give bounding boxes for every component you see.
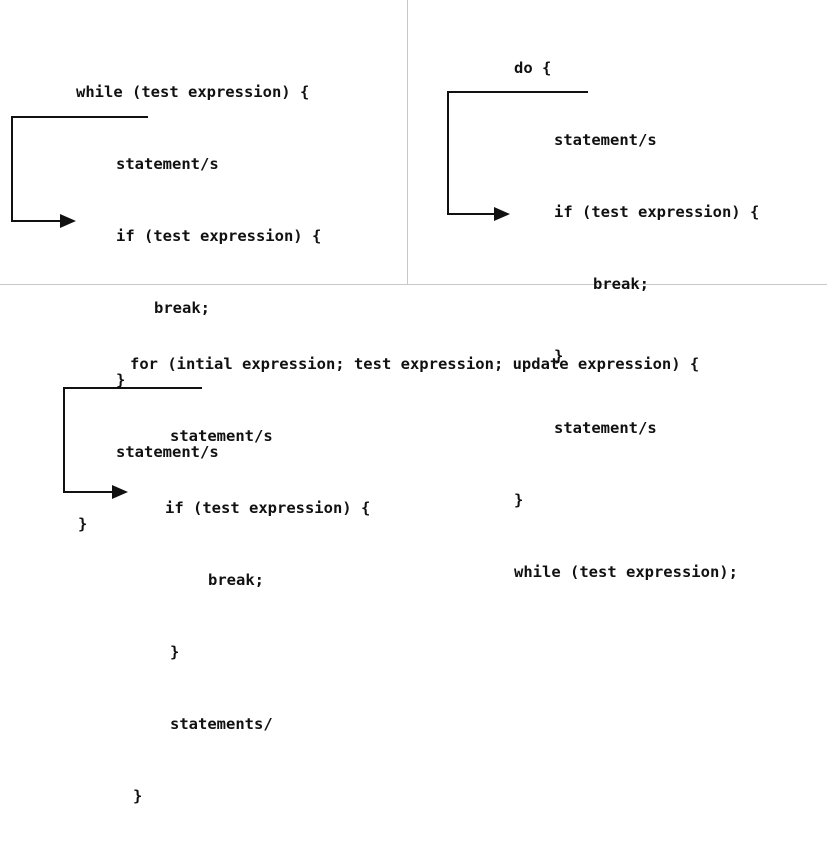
break-line: break;	[593, 275, 649, 293]
code-line: for (intial expression; test expression;…	[130, 355, 700, 373]
for-arrowhead-icon	[112, 485, 128, 499]
code-line: while (test expression) {	[76, 83, 310, 101]
code-line: statement/s	[554, 419, 657, 437]
code-line: do {	[514, 59, 552, 77]
code-line: if (test expression) {	[554, 203, 760, 221]
break-flow-arrows	[11, 91, 588, 499]
do-while-break-arrow	[447, 91, 588, 215]
vertical-divider	[407, 0, 408, 284]
break-line: break;	[154, 299, 210, 317]
break-statement-diagram: while (test expression) { statement/s if…	[0, 0, 827, 805]
code-line: statement/s	[116, 155, 219, 173]
horizontal-divider	[0, 284, 827, 285]
while-break-arrow	[11, 116, 148, 222]
while-loop-code: while (test expression) { statement/s if…	[76, 32, 321, 584]
code-line: statement/s	[554, 131, 657, 149]
do-while-arrowhead-icon	[494, 207, 510, 221]
code-line: }	[514, 491, 524, 509]
code-line: }	[170, 643, 180, 661]
code-line: statements/	[170, 715, 273, 733]
for-break-arrow	[63, 387, 202, 493]
code-line: if (test expression) {	[116, 227, 322, 245]
code-line: statement/s	[116, 443, 219, 461]
while-arrowhead-icon	[60, 214, 76, 228]
break-line: break;	[208, 571, 264, 589]
code-line: }	[116, 371, 126, 389]
code-line: statement/s	[170, 427, 273, 445]
code-line: }	[554, 347, 564, 365]
code-line: }	[133, 787, 143, 805]
